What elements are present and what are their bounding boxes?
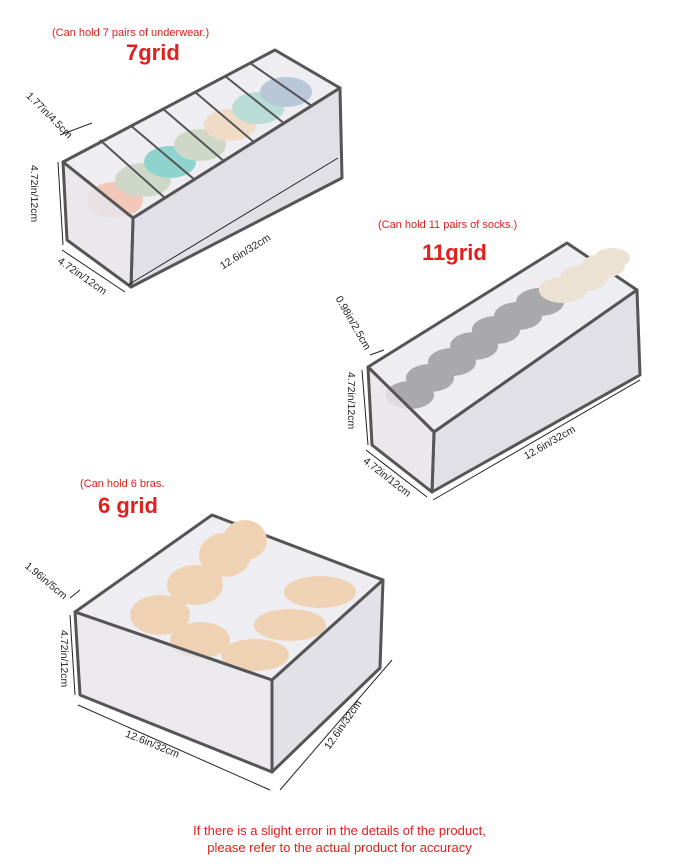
dim-height-11grid: 4.72in/12cm <box>345 372 357 430</box>
dimension-arrows-7grid <box>57 122 339 293</box>
caption-6grid: (Can hold 6 bras. <box>80 478 165 490</box>
dim-height-6grid: 4.72in/12cm <box>58 630 70 688</box>
disclaimer: If there is a slight error in the detail… <box>0 822 679 856</box>
caption-11grid: (Can hold 11 pairs of socks.) <box>378 219 518 231</box>
disclaimer-line-1: If there is a slight error in the detail… <box>193 823 486 838</box>
title-7grid: 7grid <box>126 40 180 65</box>
organizer-6grid-image <box>73 513 385 774</box>
title-6grid: 6 grid <box>98 493 158 518</box>
caption-7grid: (Can hold 7 pairs of underwear.) <box>52 27 210 39</box>
disclaimer-line-2: please refer to the actual product for a… <box>207 840 472 855</box>
organizer-11grid-image <box>366 241 642 494</box>
dim-height-7grid: 4.72in/12cm <box>28 165 40 223</box>
organizer-7grid-image <box>61 48 344 289</box>
dimension-arrows-11grid <box>361 349 641 501</box>
title-11grid: 11grid <box>422 240 487 265</box>
dimension-arrows-6grid <box>69 589 393 791</box>
